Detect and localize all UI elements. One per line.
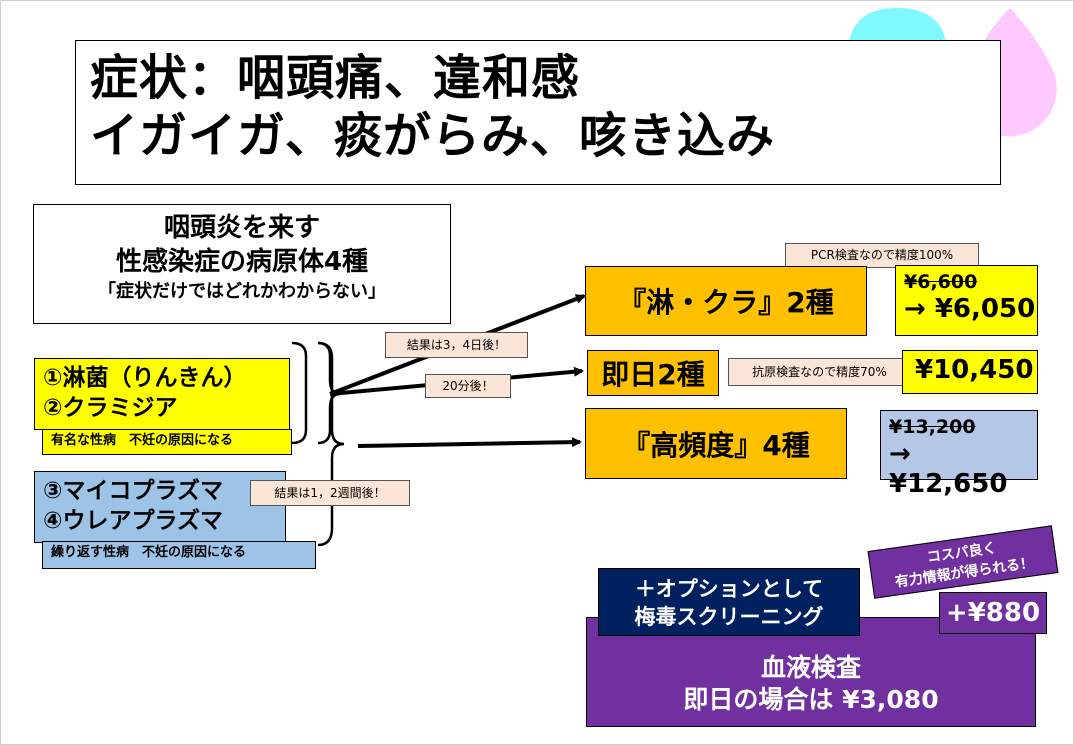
test-rinkura-label: 『淋・クラ』2種 <box>618 286 834 319</box>
bracket-group1 <box>291 341 308 445</box>
bracket-all <box>317 341 345 547</box>
arrow-to-kouhindo <box>357 437 582 448</box>
callout-pcr-accuracy: PCR検査なので精度100% <box>785 243 979 268</box>
option-plus-price: +¥880 <box>939 592 1047 634</box>
blood-test-label: 血液検査 <box>760 653 861 682</box>
pathogen-group1-note: 有名な性病 不妊の原因になる <box>42 429 292 455</box>
symptom-title-line1: 症状：咽頭痛、違和感 <box>90 50 581 106</box>
option-label: ＋オプションとして <box>634 577 824 601</box>
symptom-title-line2: イガイガ、痰がらみ、咳き込み <box>90 108 776 164</box>
test-sokujitsu-2: 即日2種 <box>587 350 719 396</box>
price-rinkura-old: ¥6,600 <box>904 271 978 293</box>
price-kouhindo-new: → ¥12,650 <box>889 439 1008 499</box>
pathogen-group2-box: ③マイコプラズマ ④ウレアプラズマ <box>34 471 286 543</box>
price-rinkura-new: → ¥6,050 <box>904 294 1036 324</box>
pathogen-subtitle-box: 咽頭炎を来す 性感染症の病原体4種 「症状だけではどれかわからない」 <box>33 204 451 324</box>
pathogen-group2-note: 繰り返す性病 不妊の原因になる <box>42 541 316 569</box>
test-kouhindo-4: 『高頻度』4種 <box>585 408 847 479</box>
price-sokujitsu-box: ¥10,450 <box>902 350 1038 394</box>
option-syphilis-screening: 梅毒スクリーニング <box>634 605 824 629</box>
test-rinkura-2: 『淋・クラ』2種 <box>585 266 867 336</box>
price-sokujitsu: ¥10,450 <box>915 355 1034 385</box>
symptom-title-box: 症状：咽頭痛、違和感 イガイガ、痰がらみ、咳き込み <box>75 40 1001 185</box>
price-rinkura-box: ¥6,600 → ¥6,050 <box>895 265 1038 336</box>
price-kouhindo-box: ¥13,200 → ¥12,650 <box>880 410 1038 499</box>
callout-20-minutes: 20分後！ <box>425 374 511 398</box>
pathogen-ureaplasma: ④ウレアプラズマ <box>43 508 224 534</box>
syphilis-option-box: ＋オプションとして 梅毒スクリーニング <box>598 568 860 636</box>
blood-test-sameday-price: 即日の場合は ¥3,080 <box>683 685 939 714</box>
price-kouhindo-old: ¥13,200 <box>889 416 976 438</box>
subtitle-line3: 「症状だけではどれかわからない」 <box>98 281 386 302</box>
pathogen-chlamydia: ②クラミジア <box>43 395 178 421</box>
test-sokujitsu-label: 即日2種 <box>601 358 705 391</box>
subtitle-line1: 咽頭炎を来す <box>163 213 320 243</box>
pathogen-mycoplasma: ③マイコプラズマ <box>43 478 224 504</box>
callout-antigen-accuracy: 抗原検査なので精度70% <box>728 358 911 386</box>
pathogen-gonorrhea: ①淋菌（りんきん） <box>43 365 247 391</box>
callout-result-1-2-weeks: 結果は1，2週間後！ <box>250 480 410 506</box>
pathogen-group1-box: ①淋菌（りんきん） ②クラミジア <box>34 358 290 430</box>
subtitle-line2: 性感染症の病原体4種 <box>115 247 369 277</box>
test-kouhindo-label: 『高頻度』4種 <box>622 428 810 462</box>
callout-result-3-4-days: 結果は3，4日後！ <box>385 332 528 358</box>
